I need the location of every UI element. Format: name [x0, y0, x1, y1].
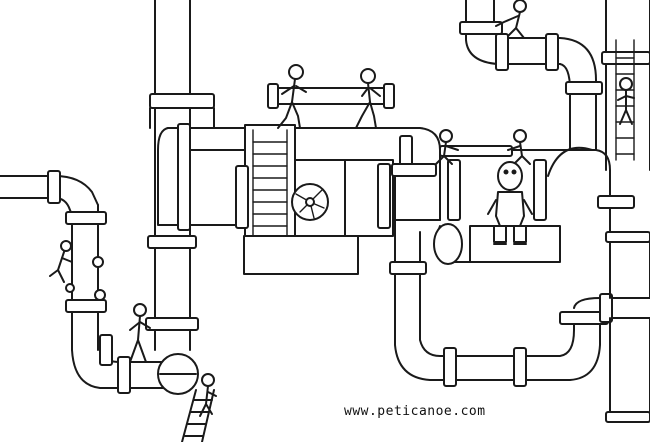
website-url: www.peticanoe.com — [344, 404, 486, 419]
worker-top-right-wrench — [495, 0, 527, 39]
worker-climbing-left — [49, 240, 73, 283]
central-machine — [157, 123, 441, 275]
far-right-pipe — [601, 0, 650, 423]
worker-hammering-right — [507, 129, 531, 165]
tall-vertical-pipe — [145, 0, 215, 395]
bottom-ladder — [181, 389, 215, 442]
left-pipe-elbow — [0, 170, 176, 394]
worker-carrying-left — [277, 64, 307, 129]
worker-on-ladder-right — [617, 77, 635, 125]
worker-standing-left — [129, 303, 151, 363]
worker-on-bottom-ladder — [199, 373, 217, 417]
right-pipe-system — [439, 0, 635, 233]
carried-pipe — [267, 83, 395, 109]
worker-sitting-big — [487, 161, 533, 245]
worker-hammering-left — [435, 129, 459, 165]
worker-carrying-right — [355, 68, 381, 129]
